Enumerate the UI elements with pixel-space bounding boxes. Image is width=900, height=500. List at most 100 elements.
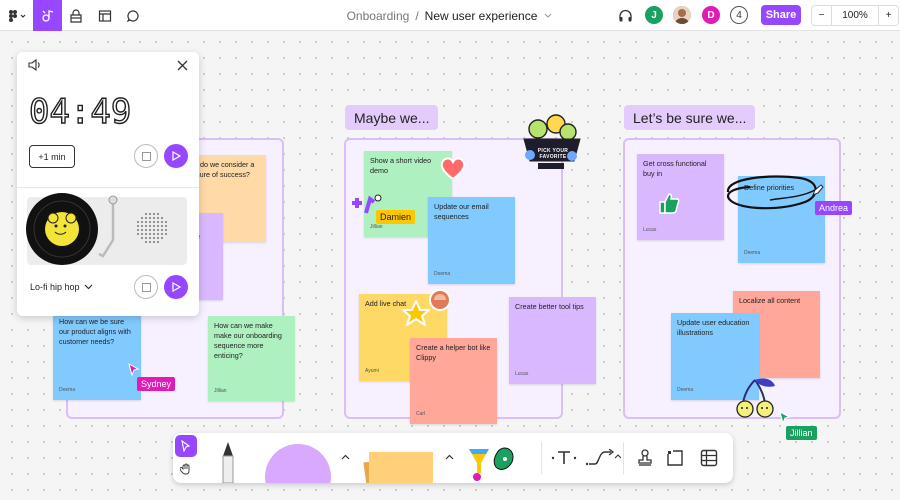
file-title-area: Onboarding / New user experience xyxy=(0,0,900,31)
chevron-down-icon[interactable] xyxy=(543,12,553,20)
pick-favorite-sticker-icon[interactable] xyxy=(516,107,588,175)
speaker-grille-icon xyxy=(137,213,167,243)
timer-display: 04:49 xyxy=(28,91,132,132)
sticky-note[interactable]: Create a helper bot like Clippy Carl xyxy=(410,338,497,424)
close-icon[interactable] xyxy=(177,60,188,71)
sticky-text: Localize all content xyxy=(739,296,801,305)
comment-button[interactable] xyxy=(122,0,144,31)
marker-icon xyxy=(222,442,234,483)
emoji-sticker-icon[interactable] xyxy=(429,289,451,311)
shape-menu-button[interactable] xyxy=(339,451,351,463)
stamp-tool[interactable] xyxy=(633,445,657,471)
marker-tool[interactable] xyxy=(213,440,243,483)
sticky-note[interactable]: How can we be sure our product aligns wi… xyxy=(53,312,141,400)
sticky-author: Deema xyxy=(59,387,76,393)
music-genre-select[interactable]: Lo-fi hip hop xyxy=(30,282,93,292)
headphones-icon xyxy=(618,9,632,21)
sticky-text: t do we consider a sure of success? xyxy=(196,160,255,179)
text-tool[interactable] xyxy=(549,445,579,471)
sticky-text: Define priorities xyxy=(744,183,794,192)
sticky-note[interactable]: Get cross functional buy in Lucas xyxy=(637,154,724,240)
breadcrumb[interactable]: Onboarding xyxy=(346,8,410,23)
share-label: Share xyxy=(765,9,797,21)
cherries-sticker-icon[interactable] xyxy=(733,376,779,420)
heart-sticker-icon[interactable] xyxy=(438,154,468,182)
sticky-text: Add live chat xyxy=(365,299,407,308)
avatar-photo xyxy=(673,6,691,24)
sticker-text: PICK YOUR FAVORITE xyxy=(537,148,569,160)
breadcrumb-separator: / xyxy=(415,8,419,23)
sticky-note-tool[interactable] xyxy=(359,442,439,483)
hand-icon xyxy=(180,463,190,475)
assets-button[interactable] xyxy=(65,0,87,31)
zoom-control: − 100% + xyxy=(811,5,899,26)
cursor-name: Damien xyxy=(380,212,412,222)
stamp-icon xyxy=(638,449,652,466)
participant-count[interactable]: 4 xyxy=(730,6,748,24)
table-icon xyxy=(700,449,718,467)
toolbar-divider xyxy=(623,442,624,474)
stickers-tool[interactable] xyxy=(463,443,523,481)
main-menu-button[interactable] xyxy=(0,0,32,31)
sticky-note[interactable]: Update our email sequences Deema xyxy=(428,197,515,284)
sticky-text: Update our email sequences xyxy=(434,202,489,221)
section-title-text: Let’s be sure we... xyxy=(633,109,747,126)
sticky-text: Update user education illustrations xyxy=(677,318,750,337)
avatar[interactable]: J xyxy=(645,6,663,24)
music-play-button[interactable] xyxy=(164,275,188,299)
avatar[interactable] xyxy=(673,6,691,24)
section-title[interactable]: Maybe we... xyxy=(345,105,439,130)
thumbs-up-sticker-icon[interactable] xyxy=(656,190,682,216)
vinyl-record-icon xyxy=(26,193,118,265)
layout-button[interactable] xyxy=(94,0,116,31)
add-minute-button[interactable]: +1 min xyxy=(29,145,75,168)
connector-tool[interactable] xyxy=(583,445,623,471)
star-sticker-icon[interactable] xyxy=(401,299,431,327)
avatar-initial: J xyxy=(651,9,657,21)
speaker-icon[interactable] xyxy=(28,59,42,71)
stickers-icon xyxy=(469,447,514,481)
cursor-tag-damien: Damien xyxy=(376,210,416,224)
hand-tool[interactable] xyxy=(175,458,197,480)
sticky-note[interactable]: Update user education illustrations Deem… xyxy=(671,313,759,400)
plus-one-sticker-icon[interactable] xyxy=(349,193,385,219)
sticky-author: Jillian xyxy=(214,388,227,394)
audio-button[interactable] xyxy=(614,0,636,31)
zoom-in-button[interactable]: + xyxy=(878,6,898,25)
avatar[interactable]: D xyxy=(702,6,720,24)
sticky-note[interactable]: Define priorities Deema xyxy=(738,176,825,263)
sticky-menu-button[interactable] xyxy=(443,451,455,463)
music-stop-button[interactable] xyxy=(134,275,158,299)
chevron-up-icon xyxy=(341,454,349,460)
timer-stop-button[interactable] xyxy=(134,144,158,168)
circle-shape-icon xyxy=(265,444,331,483)
sticky-note[interactable]: Create better tool tips Lucas xyxy=(509,297,596,384)
sticky-note[interactable]: How can we make make our onboarding sequ… xyxy=(208,316,295,401)
pen-scribble-ellipse[interactable] xyxy=(720,170,825,215)
shape-tool[interactable] xyxy=(263,442,333,483)
timer-play-button[interactable] xyxy=(164,144,188,168)
participant-count-label: 4 xyxy=(736,9,742,21)
sticky-author: Ayumi xyxy=(365,368,379,374)
pencil-cursor-icon xyxy=(812,184,824,196)
stop-icon xyxy=(141,151,151,161)
select-tool[interactable] xyxy=(175,435,197,457)
zoom-level[interactable]: 100% xyxy=(842,10,868,21)
table-tool[interactable] xyxy=(697,445,721,471)
sticky-author: Deema xyxy=(744,250,761,256)
cursor-tag-sydney: Sydney xyxy=(137,377,176,391)
section-tool[interactable] xyxy=(663,445,687,471)
share-button[interactable]: Share xyxy=(761,5,801,25)
sticky-author: Deema xyxy=(677,387,694,393)
section-title[interactable]: Let’s be sure we... xyxy=(624,105,756,130)
timer-widget: 04:49 +1 min Lo-fi hip hop xyxy=(17,52,199,316)
widget-tool-button[interactable] xyxy=(33,0,62,31)
cursor-name: Sydney xyxy=(141,379,172,389)
cursor-arrow-icon xyxy=(128,363,140,377)
cursor-tag-jillian: Jillian xyxy=(786,426,817,440)
zoom-out-button[interactable]: − xyxy=(812,6,832,25)
sticky-author: Carl xyxy=(416,411,426,417)
sticky-text: Get cross functional buy in xyxy=(643,159,707,178)
page-title[interactable]: New user experience xyxy=(424,8,538,23)
play-icon xyxy=(172,282,181,292)
